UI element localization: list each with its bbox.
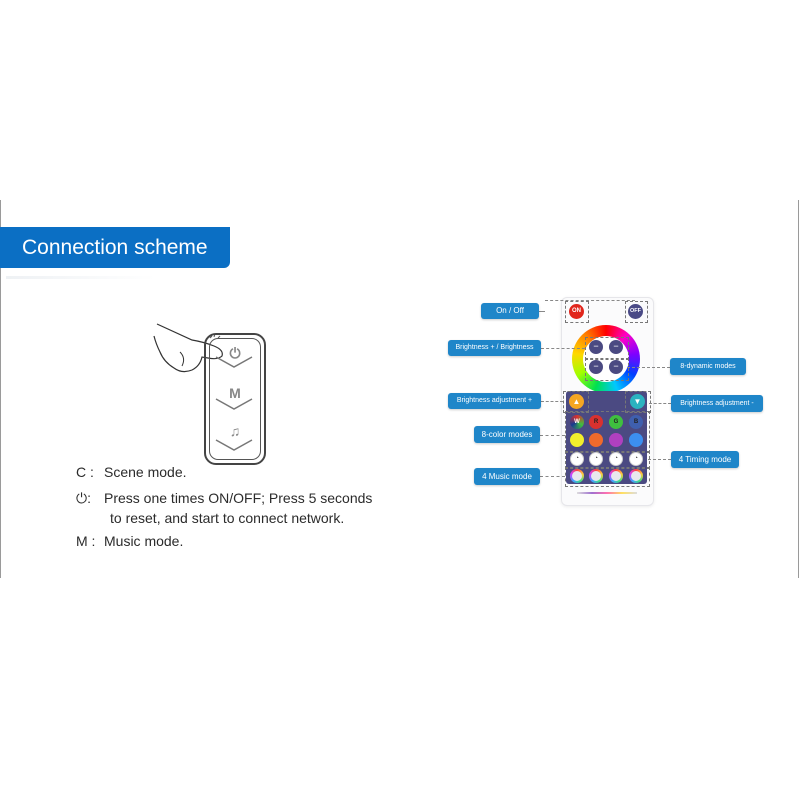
sky-blue-button[interactable] [629, 433, 643, 447]
red-button[interactable]: R [589, 415, 603, 429]
power-button[interactable]: ⏻ [229, 345, 241, 361]
legend-power: ⏻: Press one times ON/OFF; Press 5 second… [76, 490, 372, 507]
dashed-box [585, 337, 629, 360]
brightness-plus-button[interactable]: − [589, 340, 603, 354]
brightness-minus-button[interactable]: − [609, 340, 623, 354]
timer-button[interactable]: ◔ [609, 452, 623, 466]
dashed-box [625, 391, 651, 413]
legend-text: Scene mode. [104, 464, 187, 480]
frame-border-left [0, 200, 1, 578]
music-mode-button[interactable] [609, 469, 623, 483]
title-underline [6, 276, 156, 279]
blue-button[interactable]: B [629, 415, 643, 429]
off-button[interactable]: OFF [628, 304, 643, 319]
music-mode-button[interactable] [570, 469, 584, 483]
white-button[interactable]: W [570, 415, 584, 429]
dashed-box [565, 301, 589, 323]
brightness-down-button[interactable]: ▼ [630, 394, 645, 409]
timer-button[interactable]: ◔ [570, 452, 584, 466]
leader-line [540, 435, 565, 436]
leader-line [540, 476, 565, 477]
callout-color-modes: 8-color modes [474, 426, 540, 443]
dashed-box [563, 391, 589, 413]
callout-brightness: Brightness + / Brightness [448, 340, 541, 356]
chevron-icon [215, 356, 253, 368]
leader-line [627, 367, 670, 368]
callout-timing-mode: 4 Timing mode [671, 451, 739, 468]
legend-key: M : [76, 533, 96, 549]
on-button[interactable]: ON [569, 304, 584, 319]
leader-line [541, 401, 563, 402]
callout-brightness-adj-plus: Brightness adjustment + [448, 393, 541, 409]
leader-line [539, 311, 545, 312]
music-button[interactable]: ♫ [229, 423, 241, 439]
dashed-box [565, 451, 650, 469]
dashed-box [585, 358, 629, 381]
green-button[interactable]: G [609, 415, 623, 429]
music-mode-button[interactable] [589, 469, 603, 483]
chevron-icon [215, 439, 253, 451]
purple-button[interactable] [609, 433, 623, 447]
legend-text: Music mode. [104, 533, 184, 549]
leader-line [648, 459, 671, 460]
yellow-button[interactable] [570, 433, 584, 447]
legend-music-mode: M : Music mode. [76, 533, 183, 549]
wifi-controller-device: ⏻ M ♫ [204, 333, 266, 465]
timer-button[interactable]: ◔ [629, 452, 643, 466]
callout-brightness-adj-minus: Brightness adjustment - [671, 395, 763, 412]
power-icon: ⏻: [76, 490, 91, 506]
legend-scene-mode: C : Scene mode. [76, 464, 187, 480]
legend-text: Press one times ON/OFF; Press 5 seconds [104, 490, 373, 506]
frame-border-right [798, 200, 799, 578]
orange-button[interactable] [589, 433, 603, 447]
callout-on-off: On / Off [481, 303, 539, 319]
callout-dynamic-modes: 8-dynamic modes [670, 358, 746, 375]
leader-line [649, 403, 671, 404]
legend-power-line2: to reset, and start to connect network. [110, 510, 345, 526]
leader-line [545, 300, 635, 301]
music-mode-button[interactable] [629, 469, 643, 483]
chevron-icon [215, 398, 253, 410]
brightness-up-button[interactable]: ▲ [569, 394, 584, 409]
timer-button[interactable]: ◔ [589, 452, 603, 466]
callout-music-mode: 4 Music mode [474, 468, 540, 485]
leader-line [541, 348, 585, 349]
legend-key: C : [76, 464, 94, 480]
rainbow-bar [577, 492, 637, 494]
dashed-box [565, 411, 650, 453]
page-title: Connection scheme [0, 227, 230, 268]
dynamic-mode-button[interactable]: − [589, 360, 603, 374]
dashed-box [625, 301, 648, 323]
dynamic-mode-button[interactable]: − [609, 360, 623, 374]
mode-button[interactable]: M [229, 385, 241, 401]
dashed-box [565, 467, 650, 487]
